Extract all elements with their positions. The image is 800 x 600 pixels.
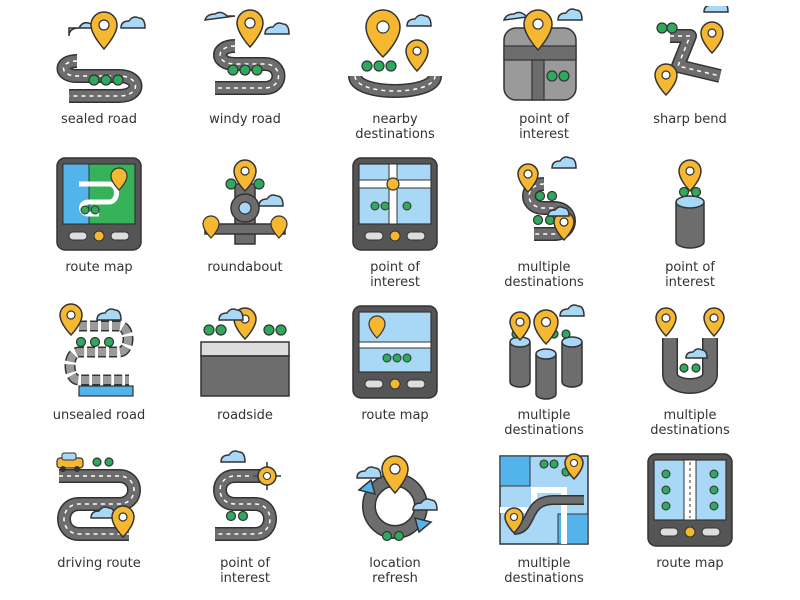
label-line: location bbox=[369, 556, 421, 571]
icon-cell: point of interest bbox=[325, 152, 465, 300]
icon-cell: unsealed road bbox=[29, 300, 169, 448]
label-line: driving route bbox=[57, 556, 141, 571]
icon-label: unsealed road bbox=[29, 408, 169, 423]
label-line: nearby bbox=[372, 112, 418, 127]
label-line: destinations bbox=[504, 275, 584, 290]
icon-label: nearby destinations bbox=[325, 112, 465, 142]
icon-label: sharp bend bbox=[620, 112, 760, 127]
icon-cell: multiple destinations bbox=[474, 448, 614, 596]
label-line: interest bbox=[220, 571, 270, 586]
icon-label: route map bbox=[620, 556, 760, 571]
icon-label: route map bbox=[325, 408, 465, 423]
icon-cell: route map bbox=[325, 300, 465, 448]
icon-label: multiple destinations bbox=[474, 556, 614, 586]
multiple-destinations-cylinders-icon bbox=[509, 304, 585, 400]
label-line: interest bbox=[665, 275, 715, 290]
label-line: point of bbox=[519, 112, 569, 127]
icon-label: multiple destinations bbox=[474, 408, 614, 438]
point-of-interest-cylinder-icon bbox=[675, 159, 705, 249]
label-line: sharp bend bbox=[653, 112, 727, 127]
label-line: destinations bbox=[504, 571, 584, 586]
label-line: multiple bbox=[517, 408, 571, 423]
icon-cell: point of interest bbox=[620, 152, 760, 300]
route-map-tablet-icon bbox=[647, 453, 733, 547]
route-map-screen-icon bbox=[352, 305, 438, 399]
point-of-interest-map-icon bbox=[502, 8, 583, 101]
point-of-interest-device-icon bbox=[352, 157, 438, 251]
icon-label: point of interest bbox=[175, 556, 315, 586]
sealed-road-icon bbox=[56, 11, 146, 103]
icon-cell: roadside bbox=[175, 300, 315, 448]
icon-cell: point of interest bbox=[474, 4, 614, 152]
label-line: multiple bbox=[517, 556, 571, 571]
roadside-icon bbox=[200, 307, 290, 397]
multiple-destinations-map-icon bbox=[499, 453, 589, 545]
icon-label: roundabout bbox=[175, 260, 315, 275]
label-line: refresh bbox=[372, 571, 418, 586]
multiple-destinations-ushape-icon bbox=[655, 307, 725, 394]
icon-cell: route map bbox=[29, 152, 169, 300]
label-line: windy road bbox=[209, 112, 281, 127]
driving-route-icon bbox=[56, 452, 141, 541]
icon-cell: multiple destinations bbox=[474, 152, 614, 300]
icon-label: multiple destinations bbox=[474, 260, 614, 290]
icon-cell: multiple destinations bbox=[620, 300, 760, 448]
label-line: multiple bbox=[517, 260, 571, 275]
icon-cell: location refresh bbox=[325, 448, 465, 596]
icon-label: point of interest bbox=[474, 112, 614, 142]
icon-label: sealed road bbox=[29, 112, 169, 127]
label-line: point of bbox=[370, 260, 420, 275]
icon-cell: point of interest bbox=[175, 448, 315, 596]
point-of-interest-road-icon bbox=[213, 450, 281, 541]
icon-label: point of interest bbox=[325, 260, 465, 290]
roundabout-icon bbox=[202, 159, 288, 245]
route-map-device-icon bbox=[56, 157, 142, 251]
icon-cell: sealed road bbox=[29, 4, 169, 152]
label-line: roundabout bbox=[207, 260, 283, 275]
label-line: interest bbox=[519, 127, 569, 142]
label-line: route map bbox=[361, 408, 429, 423]
sharp-bend-icon bbox=[654, 6, 729, 97]
icon-label: roadside bbox=[175, 408, 315, 423]
label-line: route map bbox=[65, 260, 133, 275]
windy-road-icon bbox=[203, 9, 290, 95]
icon-label: driving route bbox=[29, 556, 169, 571]
label-line: point of bbox=[220, 556, 270, 571]
label-line: interest bbox=[370, 275, 420, 290]
icon-cell: route map bbox=[620, 448, 760, 596]
icon-cell: sharp bend bbox=[620, 4, 760, 152]
label-line: destinations bbox=[504, 423, 584, 438]
icon-label: multiple destinations bbox=[620, 408, 760, 438]
icon-label: route map bbox=[29, 260, 169, 275]
icon-cell: driving route bbox=[29, 448, 169, 596]
icon-cell: multiple destinations bbox=[474, 300, 614, 448]
icon-cell: nearby destinations bbox=[325, 4, 465, 152]
label-line: roadside bbox=[217, 408, 273, 423]
label-line: point of bbox=[665, 260, 715, 275]
nearby-destinations-icon bbox=[348, 9, 442, 98]
label-line: destinations bbox=[650, 423, 730, 438]
label-line: destinations bbox=[355, 127, 435, 142]
icon-label: windy road bbox=[175, 112, 315, 127]
icon-label: location refresh bbox=[325, 556, 465, 586]
label-line: route map bbox=[656, 556, 724, 571]
icon-label: point of interest bbox=[620, 260, 760, 290]
multiple-destinations-road-icon bbox=[517, 156, 577, 242]
location-refresh-icon bbox=[356, 455, 438, 542]
icon-cell: windy road bbox=[175, 4, 315, 152]
unsealed-road-icon bbox=[59, 303, 134, 397]
label-line: multiple bbox=[663, 408, 717, 423]
icon-cell: roundabout bbox=[175, 152, 315, 300]
label-line: sealed road bbox=[61, 112, 137, 127]
label-line: unsealed road bbox=[52, 408, 146, 423]
